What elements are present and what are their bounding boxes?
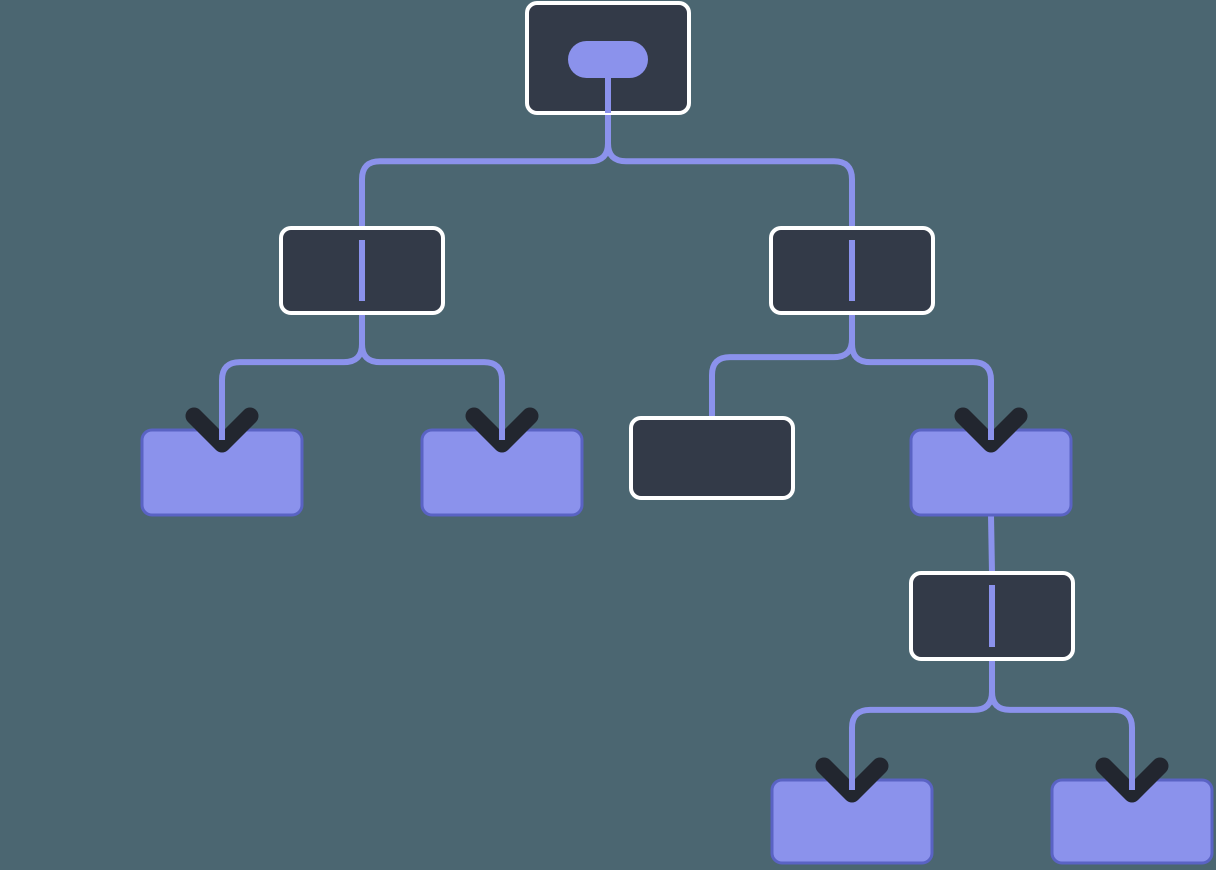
connector-e5 [849, 313, 994, 430]
connector-e0 [359, 113, 611, 228]
arrowhead-chevron-e2 [185, 407, 259, 453]
connector-e4 [709, 313, 855, 418]
node-body-dark[interactable] [629, 416, 795, 500]
edge-layer [219, 113, 1135, 780]
node-panel-empty[interactable] [629, 416, 795, 500]
arrowhead-chevron-e7 [815, 757, 889, 803]
arrowhead-layer [185, 407, 1169, 803]
arrowhead-chevron-e8 [1095, 757, 1169, 803]
arrowhead-chevron-e3 [465, 407, 539, 453]
connector-e8 [989, 659, 1135, 780]
pill-badge [568, 41, 648, 78]
connector-e3 [359, 313, 505, 430]
connector-overlay-layer [219, 41, 1135, 790]
connector-e1 [605, 113, 855, 228]
connector-e6 [988, 514, 995, 574]
node-layer [140, 1, 1214, 865]
arrowhead-chevron-e5 [954, 407, 1028, 453]
